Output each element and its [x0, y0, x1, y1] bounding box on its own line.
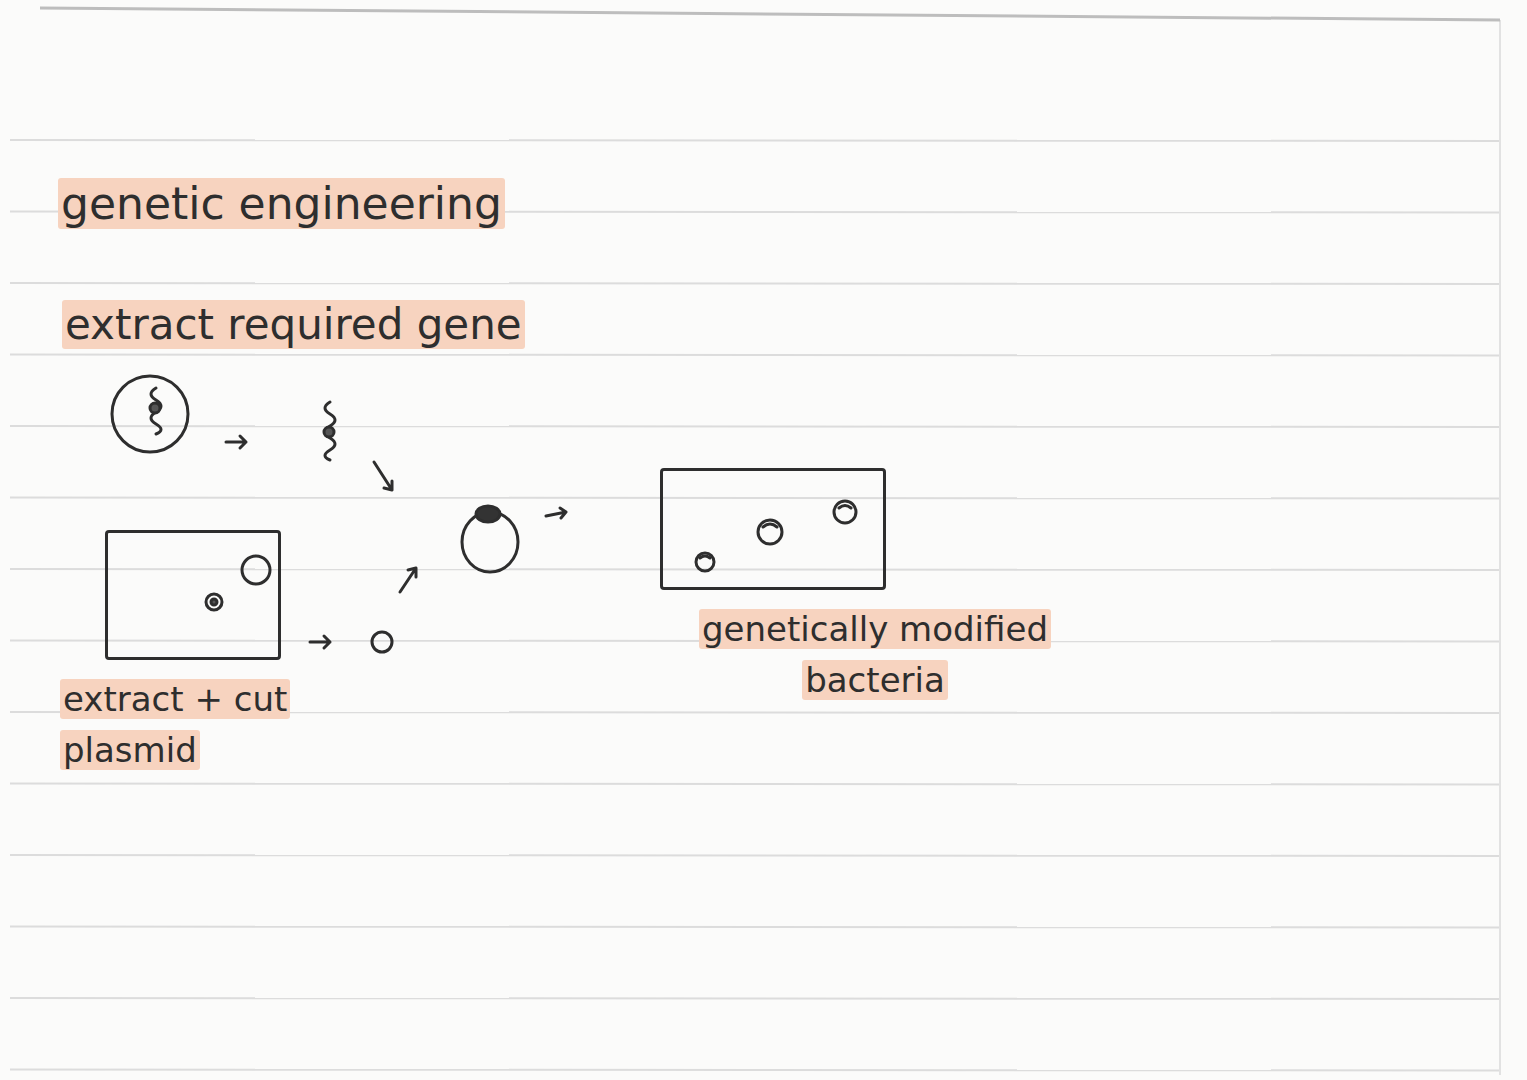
recombinant-plasmid [834, 501, 856, 523]
bacterium-outline [105, 530, 281, 660]
bacterium-box: extract + cut plasmid [60, 530, 290, 776]
inserted-gene [476, 506, 500, 522]
gene-dot [150, 403, 160, 413]
bacterium-box: genetically modified bacteria [640, 468, 1110, 706]
label-text: extract required gene [62, 300, 525, 349]
caption-block: genetically modified bacteria [640, 604, 1110, 706]
arrow [226, 436, 246, 448]
chromosome-dot [211, 599, 217, 605]
arrow [400, 568, 416, 592]
inserted-gene [700, 556, 710, 558]
ruled-line [10, 855, 1500, 856]
arrow [546, 508, 566, 518]
recombinant-plasmid [758, 520, 782, 544]
caption-block: extract + cut plasmid [60, 674, 290, 776]
plasmid [206, 594, 222, 610]
ruled-line [10, 927, 1500, 928]
ruled-line [10, 569, 1500, 570]
inserted-gene [763, 524, 777, 527]
ruled-line [10, 1070, 1500, 1071]
title-text: genetic engineering [58, 178, 505, 229]
ruled-line [10, 998, 1500, 999]
arrow [310, 636, 330, 648]
ruled-lines [10, 140, 1500, 1071]
page-edge [40, 8, 1500, 20]
cut-plasmid [372, 632, 392, 652]
inserted-gene [839, 506, 851, 509]
donor-cell [112, 376, 188, 452]
title: genetic engineering [58, 178, 505, 231]
page-edge [1499, 20, 1501, 1075]
plasmid [242, 556, 270, 584]
ruled-line [10, 355, 1500, 356]
ruled-line [10, 498, 1500, 499]
recombinant-plasmid [696, 553, 714, 571]
caption-text: extract + cut plasmid [60, 679, 290, 770]
gene-dot [324, 427, 334, 437]
ruled-line [10, 283, 1500, 284]
caption-text: genetically modified bacteria [699, 609, 1051, 700]
gene [151, 388, 161, 434]
step-label: extract required gene [62, 300, 525, 350]
bacterium-outline [660, 468, 886, 590]
extracted-gene [325, 402, 335, 460]
ruled-line [10, 784, 1500, 785]
arrow [374, 462, 392, 490]
ruled-line [10, 140, 1500, 141]
ruled-line [10, 426, 1500, 427]
